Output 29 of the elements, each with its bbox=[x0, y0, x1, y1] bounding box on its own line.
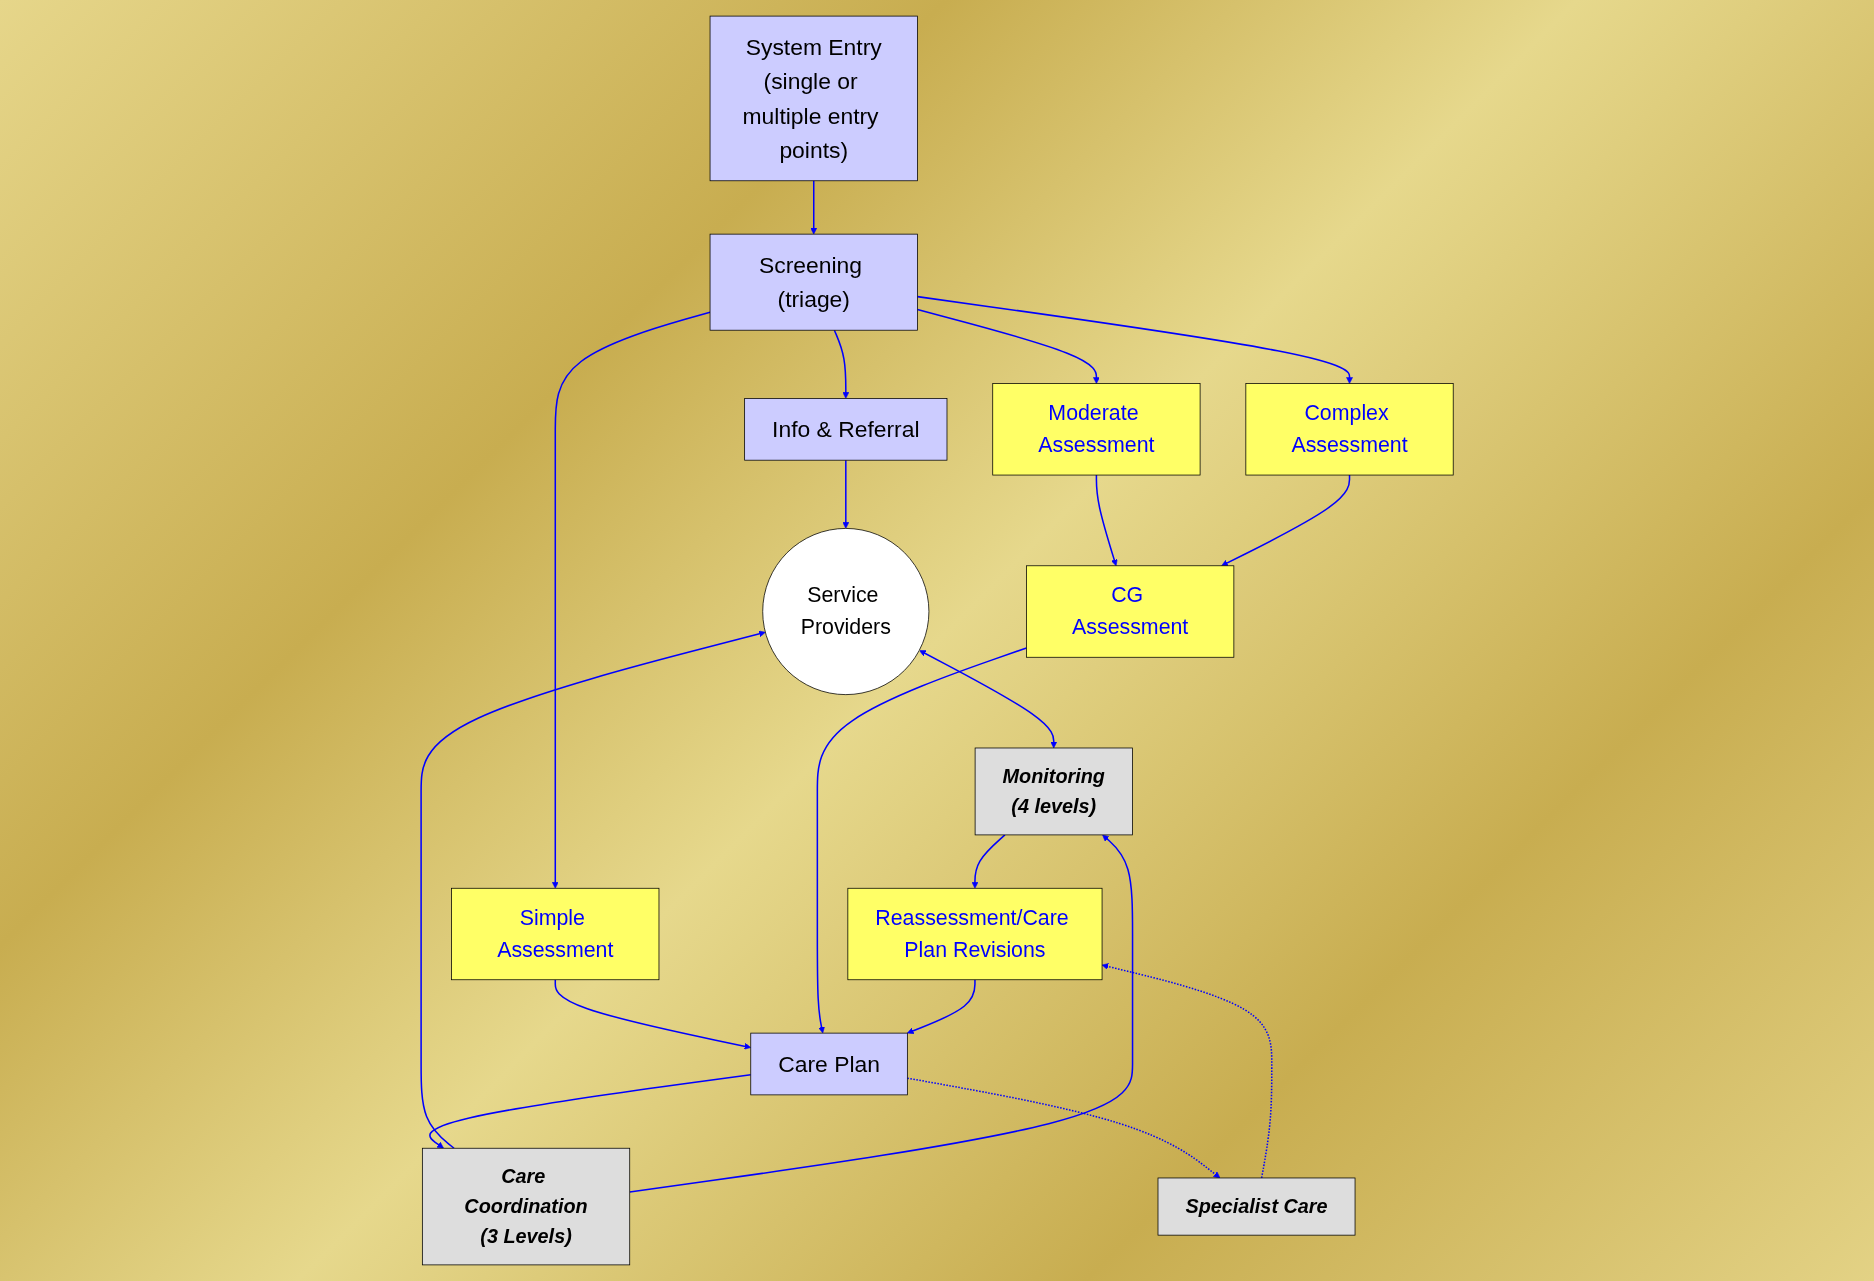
arrow bbox=[551, 311, 711, 889]
arrow bbox=[554, 979, 751, 1050]
arrow bbox=[1095, 474, 1118, 567]
node-box: System Entry (single or multiple entry points) bbox=[709, 15, 918, 182]
node-box: Reassessment/Care Plan Revisions bbox=[847, 887, 1103, 981]
node-box: Complex Assessment bbox=[1245, 383, 1454, 476]
node-box: CG Assessment bbox=[1025, 565, 1235, 658]
arrow bbox=[420, 630, 766, 1149]
arrow bbox=[916, 295, 1353, 384]
arrow bbox=[428, 1073, 752, 1149]
node-box: Simple Assessment bbox=[451, 887, 660, 981]
node-box: Care Plan bbox=[750, 1032, 908, 1096]
arrow bbox=[628, 834, 1134, 1193]
node-box: Care Coordination (3 Levels) bbox=[421, 1147, 630, 1266]
node-box: Specialist Care bbox=[1157, 1177, 1356, 1236]
arrow bbox=[816, 647, 1028, 1034]
node-circle: Service Providers bbox=[762, 528, 930, 695]
arrow bbox=[1221, 474, 1351, 567]
node-box: Moderate Assessment bbox=[992, 383, 1201, 476]
node-box: Info & Referral bbox=[744, 398, 948, 461]
arrow bbox=[971, 834, 1006, 889]
arrow bbox=[833, 329, 849, 399]
arrow bbox=[916, 308, 1100, 384]
node-box: Monitoring (4 levels) bbox=[974, 747, 1133, 836]
arrow bbox=[842, 459, 849, 529]
arrow bbox=[919, 650, 1057, 749]
node-box: Screening (triage) bbox=[709, 233, 918, 331]
arrow bbox=[906, 979, 976, 1034]
arrow bbox=[810, 180, 817, 235]
